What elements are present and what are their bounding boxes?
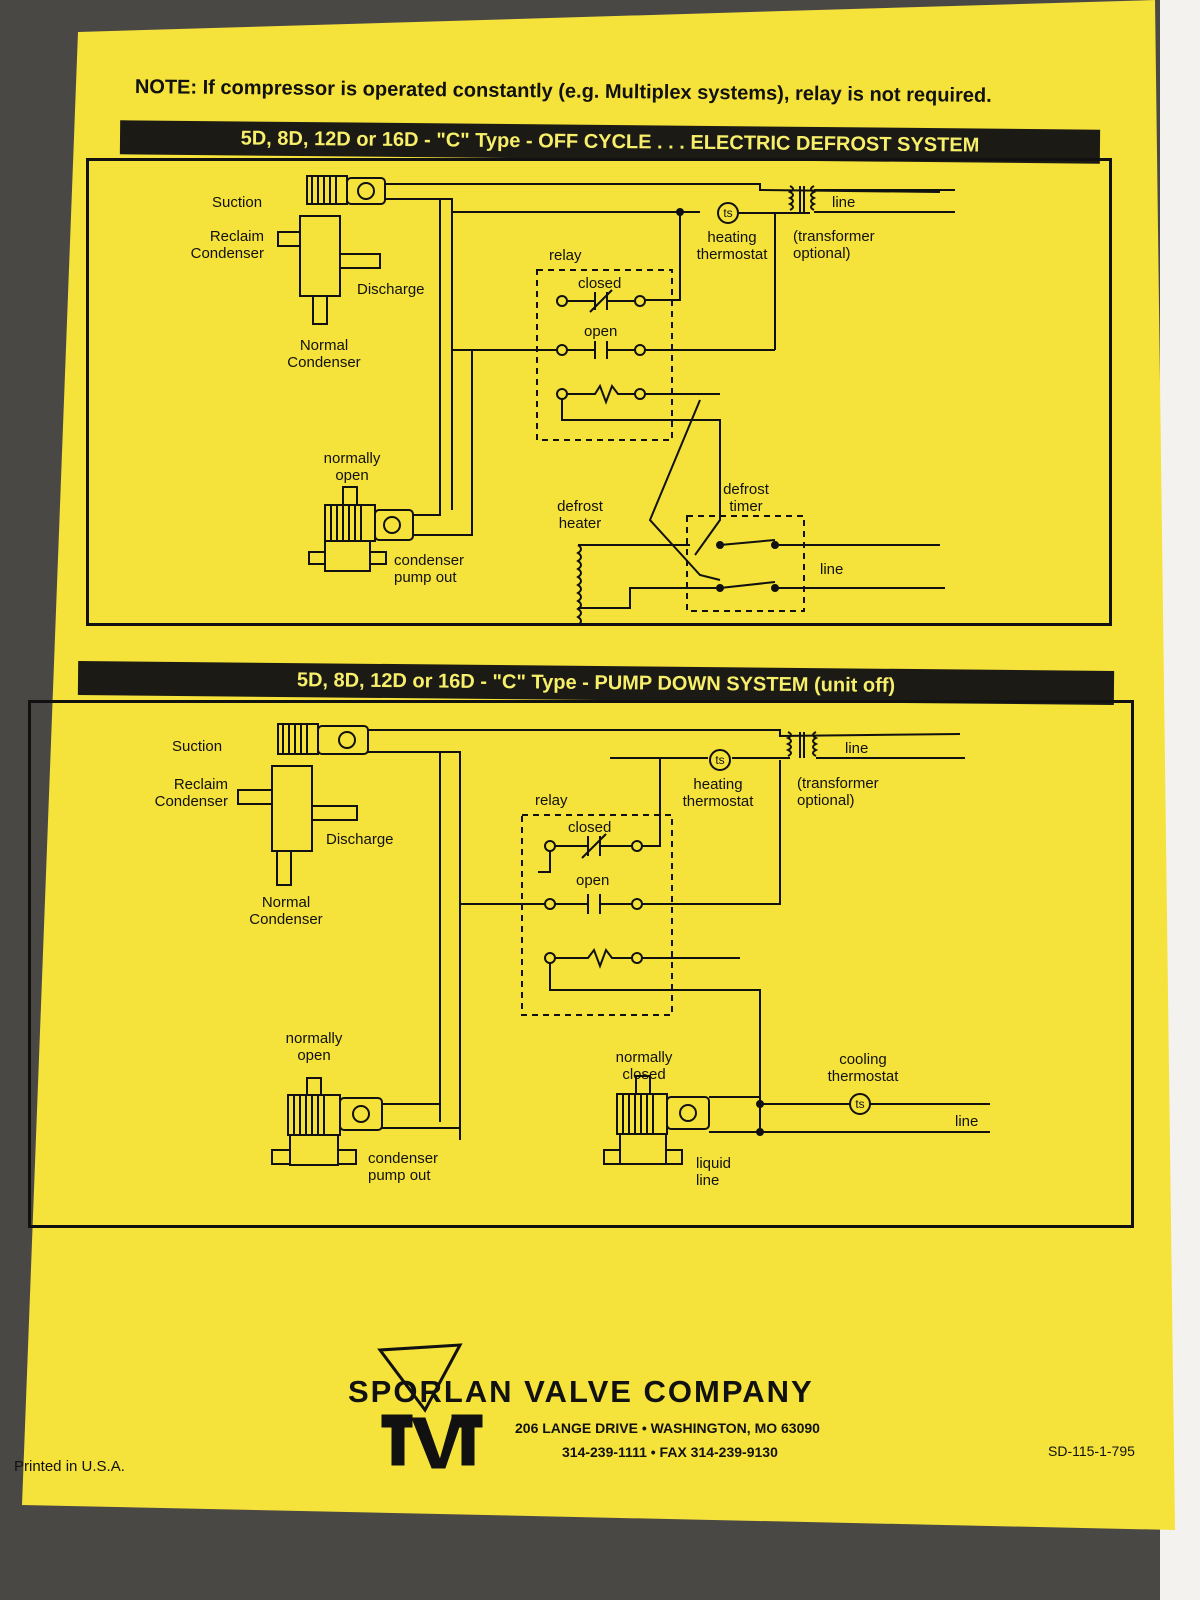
d2-normally-closed-label: normally closed bbox=[615, 1049, 673, 1083]
d1-condenser-pump-out-label: condenser pump out bbox=[394, 552, 465, 586]
d2-relay-label: relay bbox=[535, 792, 568, 809]
d1-defrost-timer-label: defrost timer bbox=[723, 481, 769, 515]
d2-normally-open-label: normally open bbox=[285, 1030, 343, 1064]
d2-line-bottom-label: line bbox=[955, 1113, 979, 1130]
company-phone: 314-239-1111 • FAX 314-239-9130 bbox=[562, 1444, 778, 1460]
d2-open-label: open bbox=[576, 872, 610, 889]
three-way-valve-icon bbox=[277, 175, 386, 325]
company-name: SPORLAN VALVE COMPANY bbox=[348, 1374, 814, 1409]
d2-cooling-thermostat-label: cooling thermostat bbox=[827, 1051, 899, 1085]
d2-liquid-line-label: liquid line bbox=[696, 1155, 732, 1189]
d1-line-top-label: line bbox=[832, 194, 856, 211]
d2-closed-label: closed bbox=[568, 819, 612, 836]
d1-transformer-label: (transformer optional) bbox=[793, 228, 875, 262]
d1-defrost-heater-label: defrost heater bbox=[557, 498, 603, 532]
d1-open-label: open bbox=[584, 323, 618, 340]
d2-transformer-label: (transformer optional) bbox=[797, 775, 879, 809]
d2-normal-condenser-label: Normal Condenser bbox=[249, 894, 323, 928]
d1-discharge-label: Discharge bbox=[357, 281, 425, 298]
d2-ts-heat-label: ts bbox=[715, 753, 725, 767]
d1-suction-label: Suction bbox=[212, 194, 263, 211]
d1-ts-label: ts bbox=[723, 206, 733, 220]
document-number: SD-115-1-795 bbox=[1048, 1443, 1135, 1459]
three-way-valve-icon bbox=[237, 723, 369, 886]
d1-closed-label: closed bbox=[578, 275, 622, 292]
d2-discharge-label: Discharge bbox=[326, 831, 394, 848]
d1-line-bottom-label: line bbox=[820, 561, 844, 578]
d2-reclaim-label: Reclaim Condenser bbox=[154, 776, 228, 810]
d1-normally-open-label: normally open bbox=[323, 450, 381, 484]
d2-suction-label: Suction bbox=[172, 738, 223, 755]
d1-heating-thermostat-label: heating thermostat bbox=[696, 229, 768, 263]
solenoid-valve-icon bbox=[603, 1075, 710, 1165]
d2-condenser-pump-out-label: condenser pump out bbox=[368, 1150, 439, 1184]
d1-normal-condenser-label: Normal Condenser bbox=[287, 337, 361, 371]
d1-reclaim-label: Reclaim Condenser bbox=[190, 228, 264, 262]
solenoid-valve-icon bbox=[308, 486, 414, 572]
company-address: 206 LANGE DRIVE • WASHINGTON, MO 63090 bbox=[515, 1420, 820, 1436]
d2-line-top-label: line bbox=[845, 740, 869, 757]
diagram2-panel bbox=[28, 700, 1134, 1228]
d1-relay-label: relay bbox=[549, 247, 582, 264]
d2-heating-thermostat-label: heating thermostat bbox=[682, 776, 754, 810]
solenoid-valve-icon bbox=[271, 1077, 383, 1166]
printed-in-usa: Printed in U.S.A. bbox=[14, 1458, 125, 1475]
diagram1-panel bbox=[86, 158, 1112, 626]
d2-ts-cool-label: ts bbox=[855, 1097, 865, 1111]
